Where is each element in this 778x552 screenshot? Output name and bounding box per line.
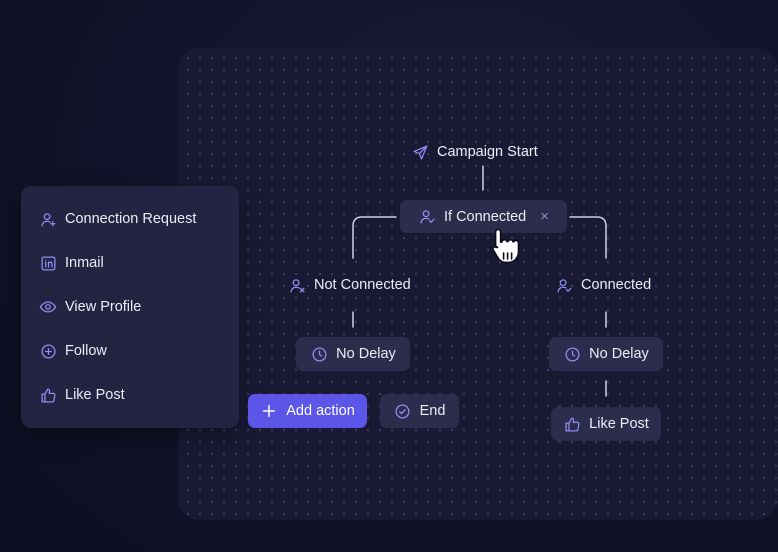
workflow-canvas <box>178 48 778 520</box>
send-icon <box>411 143 429 161</box>
delay-label: No Delay <box>336 346 396 362</box>
check-circle-icon <box>394 402 412 420</box>
eye-icon <box>39 298 57 316</box>
user-check-icon <box>418 208 436 226</box>
user-x-icon <box>288 276 306 294</box>
palette-item-connection-request[interactable]: Connection Request <box>39 207 196 231</box>
clock-icon <box>310 345 328 363</box>
delay-label: No Delay <box>589 346 649 362</box>
palette-item-label: View Profile <box>65 299 142 315</box>
close-icon[interactable]: × <box>540 208 549 225</box>
plus-icon <box>260 402 278 420</box>
thumbs-up-icon <box>563 415 581 433</box>
condition-label: If Connected <box>444 208 527 225</box>
linkedin-icon <box>39 254 57 272</box>
action-palette: Connection Request Inmail View Profile F… <box>21 186 239 428</box>
palette-item-label: Like Post <box>65 387 125 403</box>
branch-not-connected: Not Connected <box>288 275 411 295</box>
palette-item-label: Inmail <box>65 255 104 271</box>
thumbs-up-icon <box>39 386 57 404</box>
user-plus-icon <box>39 210 57 228</box>
plus-circle-icon <box>39 342 57 360</box>
branch-label: Not Connected <box>314 277 411 293</box>
end-node[interactable]: End <box>380 394 459 428</box>
condition-node-if-connected[interactable]: If Connected × <box>400 200 567 233</box>
campaign-start-node: Campaign Start <box>411 141 538 163</box>
clock-icon <box>563 345 581 363</box>
branch-connected: Connected <box>555 275 651 295</box>
delay-node-left[interactable]: No Delay <box>296 337 410 371</box>
branch-label: Connected <box>581 277 652 293</box>
palette-item-view-profile[interactable]: View Profile <box>39 295 141 319</box>
palette-item-follow[interactable]: Follow <box>39 339 107 363</box>
add-action-button[interactable]: Add action <box>248 394 367 428</box>
pointer-hand-icon <box>492 228 520 264</box>
palette-item-inmail[interactable]: Inmail <box>39 251 104 275</box>
like-post-node[interactable]: Like Post <box>551 407 661 441</box>
action-label: Like Post <box>589 416 649 432</box>
end-label: End <box>419 403 446 419</box>
add-action-label: Add action <box>286 403 355 419</box>
user-check-icon <box>555 276 573 294</box>
palette-item-like-post[interactable]: Like Post <box>39 383 125 407</box>
delay-node-right[interactable]: No Delay <box>549 337 663 371</box>
palette-item-label: Connection Request <box>65 211 197 227</box>
palette-item-label: Follow <box>65 343 107 359</box>
campaign-start-label: Campaign Start <box>437 144 538 160</box>
